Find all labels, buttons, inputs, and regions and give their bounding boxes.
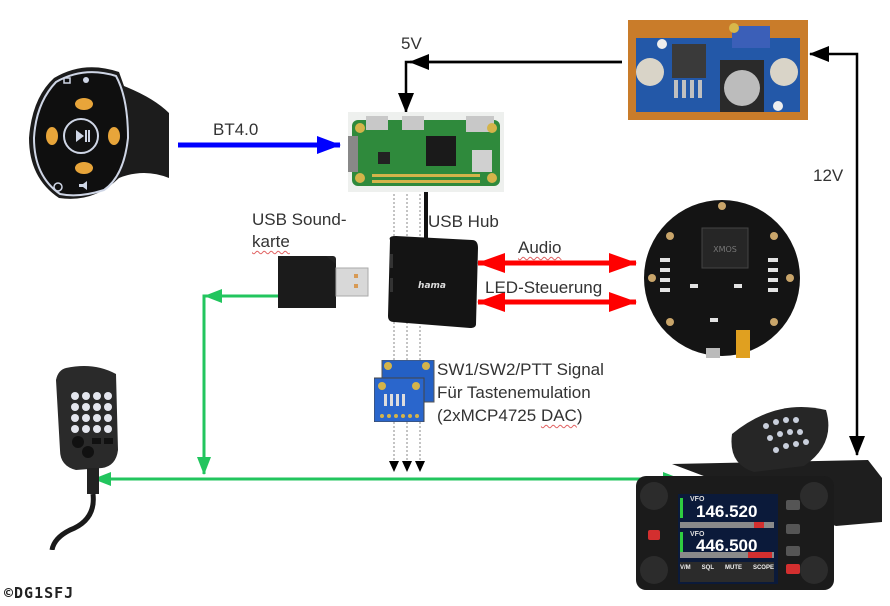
radio-freq-a: 146.520: [696, 502, 758, 521]
softkey-vm: V/M: [680, 565, 691, 571]
label-dac-3a: (2xMCP4725: [437, 406, 541, 425]
raspberry-pi-zero: [348, 112, 504, 192]
radio-body: [636, 407, 882, 590]
wire-soundcard: [197, 294, 278, 475]
label-dac-3c: ): [576, 406, 583, 425]
dac-boards: [374, 360, 435, 422]
radio-softkeys: V/M SQL MUTE SCOPE: [680, 565, 774, 571]
label-usb-soundcard-2: karte: [252, 232, 290, 251]
radio-freq-b: 446.500: [696, 536, 758, 555]
label-dac-2: Für Tastenemulation: [437, 383, 591, 402]
label-bt: BT4.0: [213, 120, 259, 139]
label-dac-1: SW1/SW2/PTT Signal: [437, 360, 604, 379]
label-dac-3: (2xMCP4725 DAC): [437, 406, 583, 426]
mic-array-board: XMOS: [644, 200, 800, 358]
copyright: ©DG1SFJ: [4, 584, 75, 602]
hand-microphone: [49, 366, 118, 550]
radio-mode-a: VFO: [690, 496, 705, 503]
label-led-steuerung: LED-Steuerung: [485, 278, 603, 297]
label-5v: 5V: [401, 34, 422, 53]
softkey-sql: SQL: [701, 565, 714, 571]
usb-soundcard: [278, 256, 369, 308]
label-audio: Audio: [518, 238, 562, 257]
wire-gpio-dotted: [393, 190, 421, 462]
usb-hub: hama: [388, 236, 478, 328]
label-12v: 12V: [813, 166, 844, 185]
svg-text:hama: hama: [418, 281, 446, 291]
wire-12v: [809, 46, 865, 456]
label-usb-soundcard-1: USB Sound-: [252, 210, 347, 229]
softkey-mute: MUTE: [724, 565, 742, 571]
wire-5v: [398, 60, 622, 113]
label-dac-3b: DAC: [540, 406, 577, 425]
dc-dc-converter: [628, 20, 808, 120]
gpio-arrowheads: [389, 461, 425, 472]
softkey-scope: SCOPE: [752, 565, 774, 571]
radio-mode-b: VFO: [690, 531, 705, 538]
bluetooth-remote: [29, 67, 169, 199]
label-usb-hub: USB Hub: [428, 212, 499, 231]
transceiver-radio: VFO 146.520 VFO 446.500 V/M SQL MUTE SCO…: [636, 404, 884, 590]
svg-text:XMOS: XMOS: [713, 245, 737, 254]
